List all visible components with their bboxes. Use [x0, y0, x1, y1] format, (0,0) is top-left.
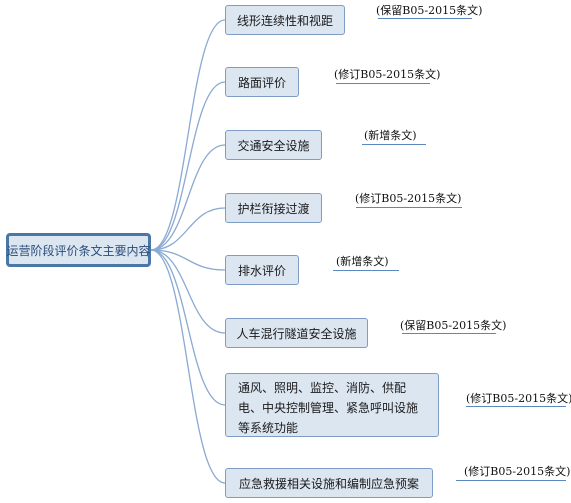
connector-1: [150, 19, 226, 251]
note-underline-1: [378, 18, 472, 19]
connector-3: [150, 144, 226, 251]
connector-7: [150, 249, 226, 406]
note-underline-2: [336, 83, 430, 84]
note-6: (保留B05-2015条文): [400, 319, 507, 332]
branch-node-4[interactable]: 护栏衔接过渡: [225, 193, 322, 223]
branch-node-8[interactable]: 应急救援相关设施和编制应急预案: [225, 468, 433, 498]
note-1: (保留B05-2015条文): [376, 4, 483, 17]
note-underline-6: [402, 333, 496, 334]
note-underline-4: [356, 207, 462, 208]
note-underline-3: [362, 144, 426, 145]
note-5: (新增条文): [336, 255, 389, 268]
connector-8: [150, 249, 226, 484]
branch-node-2[interactable]: 路面评价: [225, 67, 299, 97]
connector-2: [150, 81, 226, 251]
branch-node-7[interactable]: 通风、照明、监控、消防、供配电、中央控制管理、紧急呼叫设施等系统功能: [225, 373, 439, 437]
branch-node-6[interactable]: 人车混行隧道安全设施: [225, 318, 368, 348]
branch-node-1[interactable]: 线形连续性和视距: [225, 5, 345, 35]
note-2: (修订B05-2015条文): [334, 68, 441, 81]
note-underline-7: [466, 406, 566, 407]
note-3: (新增条文): [364, 129, 417, 142]
note-underline-8: [456, 480, 566, 481]
branch-node-5[interactable]: 排水评价: [225, 255, 299, 285]
connector-4: [150, 207, 226, 251]
connector-5: [150, 249, 226, 271]
root-node[interactable]: 运营阶段评价条文主要内容: [6, 233, 151, 267]
connector-6: [150, 249, 226, 334]
note-8: (修订B05-2015条文): [464, 465, 571, 478]
branch-node-3[interactable]: 交通安全设施: [225, 130, 322, 160]
note-4: (修订B05-2015条文): [355, 192, 462, 205]
note-underline-5: [333, 270, 399, 271]
note-7: (修订B05-2015条文): [466, 392, 571, 405]
